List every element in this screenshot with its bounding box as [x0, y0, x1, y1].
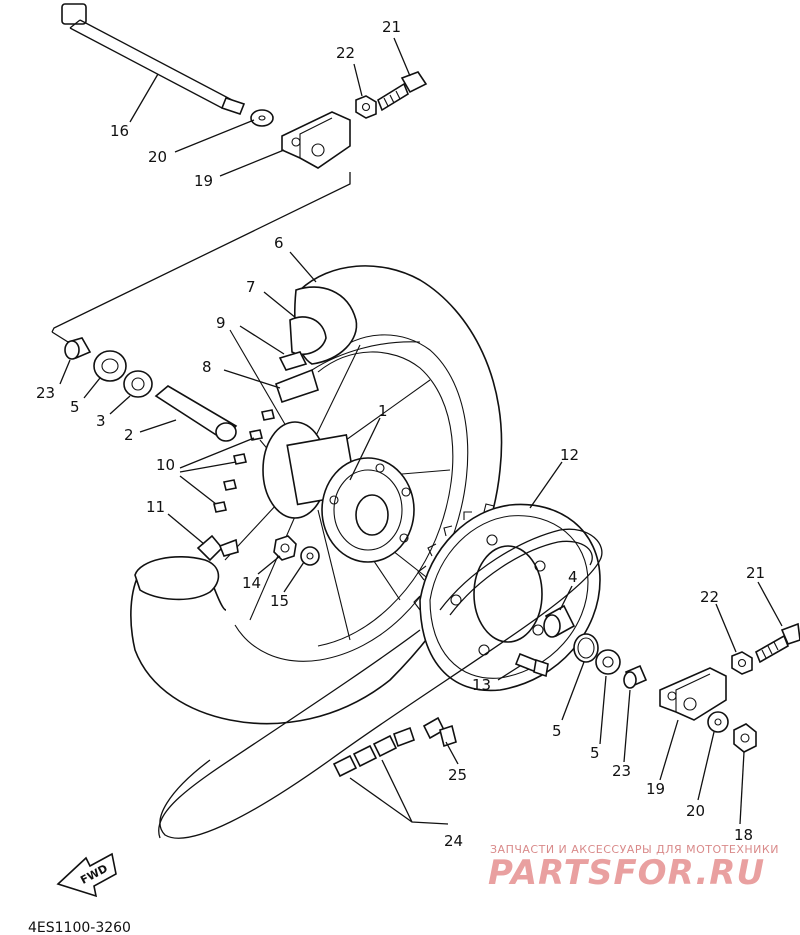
collar-23-right	[623, 664, 648, 689]
callout-12: 11	[146, 498, 165, 516]
sprocket-13	[413, 503, 601, 692]
callout-22-top: 22	[336, 44, 355, 62]
callout-21-top: 21	[382, 18, 401, 36]
leader-lines	[59, 37, 783, 825]
hub-1	[262, 421, 415, 563]
callout-17: 16	[110, 122, 129, 140]
adjuster-bolt-21-right	[754, 622, 800, 664]
callout-6: 5	[552, 722, 562, 740]
nut-22-right	[731, 651, 753, 675]
nut-22-top	[355, 95, 377, 119]
washer-20-top	[250, 109, 274, 127]
callouts: 16 20 19 22 21 6 7 9 8 23 5 3 2 10 11 1 …	[36, 18, 765, 850]
drawing-code: 4ES1100-3260	[28, 920, 131, 935]
washer-20-right	[707, 711, 729, 733]
chain-puller-19-right	[659, 667, 727, 721]
adjuster-bolt-21-top	[377, 71, 428, 112]
callout-20-top: 20	[148, 148, 167, 166]
callout-19-right: 19	[646, 780, 665, 798]
master-link-clip-25	[422, 716, 457, 748]
callout-14: 13	[472, 676, 491, 694]
callout-25: 25	[448, 766, 467, 784]
callout-24: 24	[444, 832, 463, 850]
callout-20-right: 20	[686, 802, 705, 820]
oil-seal-5-left	[93, 350, 127, 382]
collar-4	[543, 604, 576, 638]
callout-18: 18	[734, 826, 753, 844]
callout-21-right: 21	[746, 564, 765, 582]
callout-10: 9	[216, 314, 226, 332]
chain-puller-19-top	[281, 111, 351, 169]
watermark-brand: PARTSFOR.RU	[488, 853, 765, 893]
callout-2: 2	[124, 426, 134, 444]
bearing-3	[123, 370, 153, 398]
lock-washer-16	[300, 546, 320, 566]
callout-9: 8	[202, 358, 212, 376]
callout-23-right: 23	[612, 762, 631, 780]
chain-links	[332, 726, 416, 778]
callout-8: 7	[246, 278, 256, 296]
callout-4: 4	[568, 568, 578, 586]
group-bracket-line	[51, 172, 351, 333]
brake-bolt-12	[196, 534, 239, 562]
callout-7: 6	[274, 234, 284, 252]
callout-1: 1	[378, 402, 388, 420]
callout-19-top: 19	[194, 172, 213, 190]
collar-23-left	[64, 337, 92, 360]
oil-seal-5-right	[595, 649, 621, 675]
callout-5-right: 5	[590, 744, 600, 762]
fwd-arrow: FWD	[56, 852, 117, 898]
callout-15: 14	[242, 574, 261, 592]
axle-17	[61, 3, 246, 115]
axle-nut-18	[733, 723, 757, 753]
callout-16: 15	[270, 592, 289, 610]
watermark: ЗАПЧАСТИ И АКСЕССУАРЫ ДЛЯ МОТОТЕХНИКИ PA…	[488, 843, 779, 893]
spoke-nipples-11	[213, 409, 275, 513]
sprocket-bolt-14	[514, 652, 549, 678]
spacer-2	[154, 385, 238, 442]
callout-5-left: 5	[70, 398, 80, 416]
nut-15	[273, 535, 297, 561]
drive-chain-24	[158, 528, 603, 839]
callout-23-left: 23	[36, 384, 55, 402]
callout-13: 12	[560, 446, 579, 464]
callout-3: 3	[96, 412, 106, 430]
watermark-tagline: ЗАПЧАСТИ И АКСЕССУАРЫ ДЛЯ МОТОТЕХНИКИ	[490, 843, 779, 856]
callout-22-right: 22	[700, 588, 719, 606]
tube-valve-9-10	[275, 341, 421, 404]
circlip-6	[573, 633, 599, 663]
callout-11: 10	[156, 456, 175, 474]
